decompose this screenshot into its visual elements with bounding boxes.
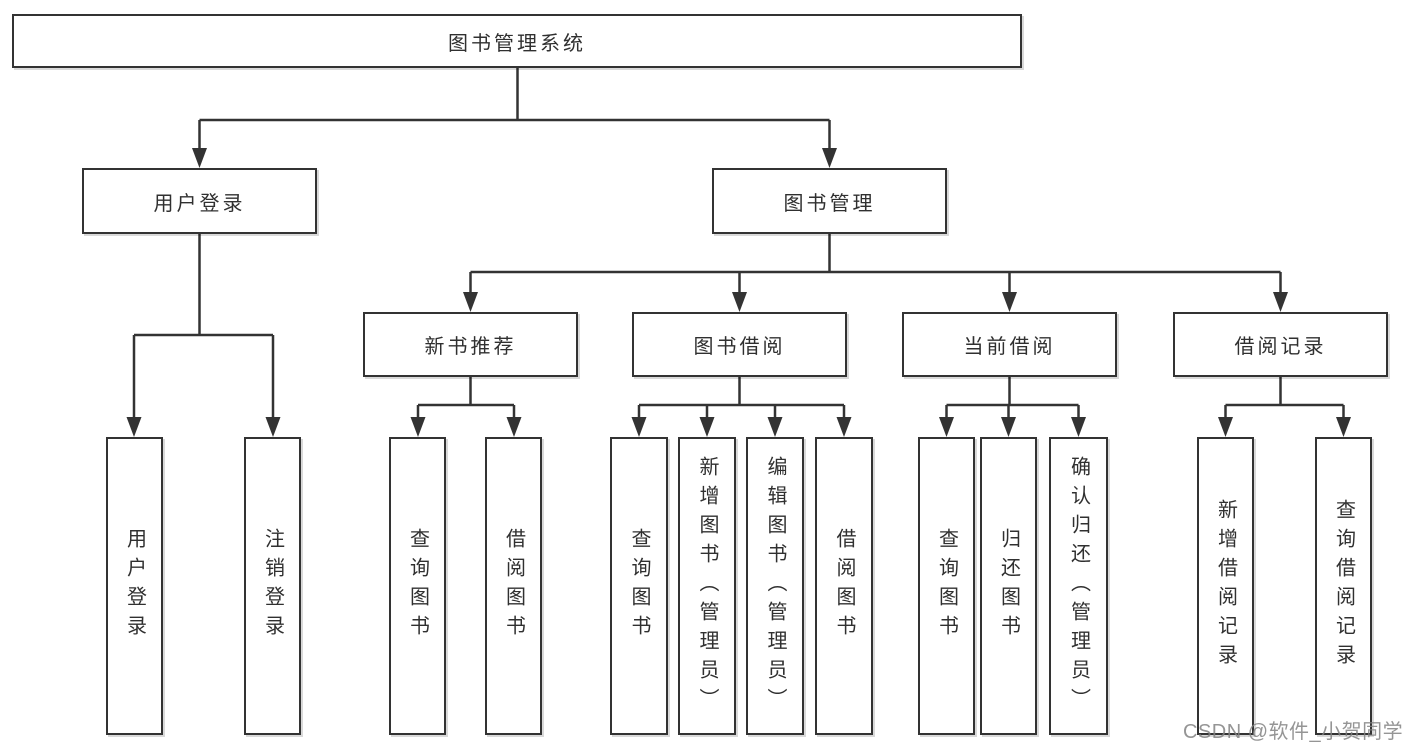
leaf-borrow-book-newrec: 借阅图书 [485, 437, 542, 735]
node-borrow-records: 借阅记录 [1173, 312, 1388, 377]
leaf-edit-book-admin: 编辑图书（管理员） [746, 437, 804, 735]
node-root: 图书管理系统 [12, 14, 1022, 68]
node-user-login: 用户登录 [82, 168, 317, 234]
node-current-borrow: 当前借阅 [902, 312, 1117, 377]
leaf-add-borrow-record-label: 新增借阅记录 [1214, 499, 1237, 673]
leaf-confirm-return-admin-label: 确认归还（管理员） [1067, 455, 1090, 717]
leaf-add-borrow-record: 新增借阅记录 [1197, 437, 1254, 735]
leaf-query-book-current-label: 查询图书 [935, 528, 958, 644]
leaf-return-book-label: 归还图书 [997, 528, 1020, 644]
leaf-query-book-newrec-label: 查询图书 [406, 528, 429, 644]
leaf-query-book-newrec: 查询图书 [389, 437, 446, 735]
leaf-query-book-current: 查询图书 [918, 437, 975, 735]
leaf-confirm-return-admin: 确认归还（管理员） [1049, 437, 1108, 735]
node-book-borrow: 图书借阅 [632, 312, 847, 377]
leaf-edit-book-admin-label: 编辑图书（管理员） [764, 455, 786, 717]
node-new-book-recommend: 新书推荐 [363, 312, 578, 377]
leaf-query-borrow-record: 查询借阅记录 [1315, 437, 1372, 735]
leaf-user-login-label: 用户登录 [123, 528, 146, 644]
leaf-user-login: 用户登录 [106, 437, 163, 735]
leaf-logout-login: 注销登录 [244, 437, 301, 735]
leaf-add-book-admin-label: 新增图书（管理员） [696, 455, 718, 717]
leaf-borrow-book: 借阅图书 [815, 437, 873, 735]
node-book-management: 图书管理 [712, 168, 947, 234]
leaf-query-book-borrow-label: 查询图书 [628, 528, 650, 644]
leaf-query-borrow-record-label: 查询借阅记录 [1332, 499, 1355, 673]
leaf-borrow-book-newrec-label: 借阅图书 [502, 528, 525, 644]
watermark: CSDN @软件_小贺同学 [1183, 721, 1404, 743]
leaf-add-book-admin: 新增图书（管理员） [678, 437, 736, 735]
leaf-query-book-borrow: 查询图书 [610, 437, 668, 735]
leaf-borrow-book-label: 借阅图书 [833, 528, 855, 644]
leaf-return-book: 归还图书 [980, 437, 1037, 735]
leaf-logout-login-label: 注销登录 [261, 528, 284, 644]
